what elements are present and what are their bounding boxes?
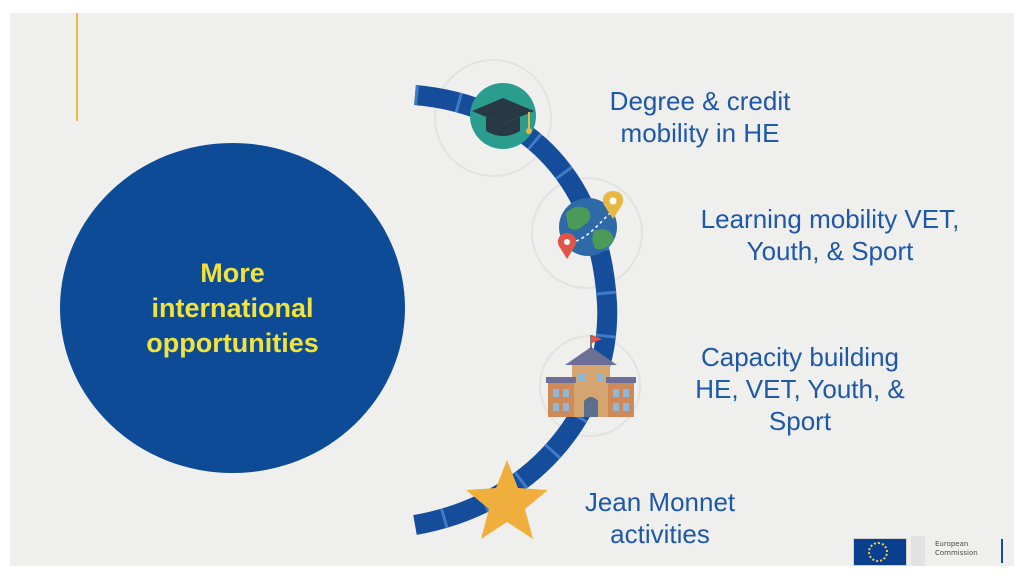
headline-text: More international opportunities [113,256,353,361]
arc-band [413,85,618,535]
item-degree-credit-mobility: Degree & credit mobility in HE [580,85,820,149]
logo-fold [911,536,925,566]
halo-ring-3 [539,335,641,437]
headline-line-1: More [200,257,265,288]
item-2-line-2: Youth, & Sport [746,236,914,266]
item-4-line-2: activities [610,519,710,549]
logo-text: European Commission [935,540,978,558]
item-3-line-2: HE, VET, Youth, & [695,374,905,404]
school-building-icon [546,335,636,417]
eu-flag-icon [853,538,907,566]
item-jean-monnet: Jean Monnet activities [555,486,765,550]
timeline-arc [413,59,643,539]
logo-bar [1001,539,1003,563]
item-4-line-1: Jean Monnet [584,487,736,517]
item-3-line-1: Capacity building [700,342,899,372]
headline-circle: More international opportunities [60,143,405,473]
logo-text-line-2: Commission [935,549,978,557]
halo-ring-1 [434,59,552,177]
item-2-line-1: Learning mobility VET, [700,204,960,234]
item-1-line-2: mobility in HE [620,118,780,148]
halo-ring-2 [531,177,643,289]
slide: More international opportunities [10,13,1014,566]
item-learning-mobility: Learning mobility VET, Youth, & Sport [670,203,990,267]
european-commission-logo: European Commission [853,536,1005,566]
logo-text-line-1: European [935,540,969,548]
item-3-line-3: Sport [768,406,832,436]
item-1-line-1: Degree & credit [609,86,791,116]
star-icon [466,460,548,539]
item-capacity-building: Capacity building HE, VET, Youth, & Spor… [660,341,940,437]
arc-ticks [413,85,618,535]
accent-line [76,13,78,121]
headline-line-3: opportunities [146,327,319,358]
headline-line-2: international [151,292,314,323]
eu-stars-icon [868,542,888,562]
globe-pins-icon [557,191,624,259]
graduation-cap-icon [470,83,536,149]
